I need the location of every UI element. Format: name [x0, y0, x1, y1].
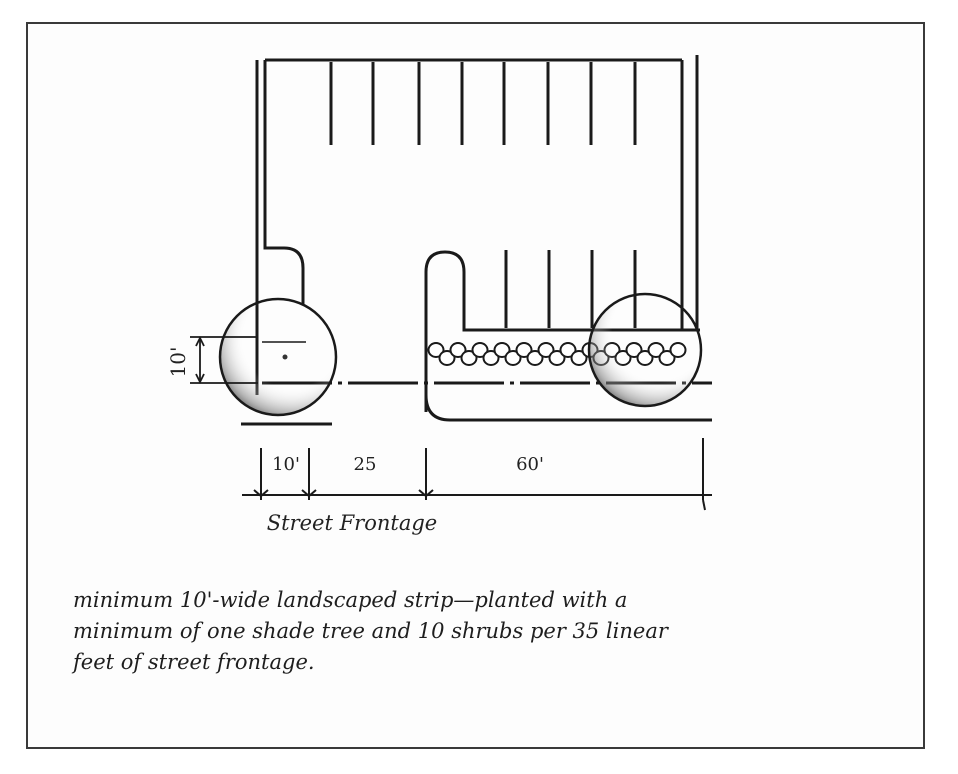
landscape-island-curb — [424, 250, 700, 412]
dimension-label-gap: 25 — [354, 454, 377, 475]
caption-line-1: minimum 10'-wide landscaped strip—plante… — [73, 588, 628, 612]
caption-line-3: feet of street frontage. — [73, 650, 315, 674]
shrub — [471, 342, 489, 358]
shrub — [427, 342, 445, 358]
front-curb — [424, 394, 712, 422]
left-island-curb — [263, 60, 305, 305]
shrub — [504, 350, 522, 366]
street-frontage-label: Street Frontage — [267, 511, 437, 535]
frontage-dimension-line — [242, 438, 712, 511]
dimension-label-lot: 60' — [516, 454, 544, 475]
shrub — [460, 350, 478, 366]
shrub — [493, 342, 511, 358]
caption-line-2: minimum of one shade tree and 10 shrubs … — [73, 619, 668, 643]
figure-caption: minimum 10'-wide landscaped strip—plante… — [73, 585, 853, 678]
shrub — [548, 350, 566, 366]
figure-frame — [26, 22, 925, 749]
shrub — [515, 342, 533, 358]
parking-stalls — [329, 62, 637, 328]
shrub — [438, 350, 456, 366]
shade-tree-left — [218, 297, 338, 417]
shrub — [449, 342, 467, 358]
shrub — [570, 350, 588, 366]
shrub — [482, 350, 500, 366]
shrub — [526, 350, 544, 366]
shrub — [537, 342, 555, 358]
shrub — [559, 342, 577, 358]
vertical-dimension — [190, 335, 258, 385]
dimension-label-strip: 10' — [272, 454, 300, 475]
shade-tree-right — [587, 292, 703, 408]
vertical-dimension-label: 10' — [166, 347, 190, 378]
